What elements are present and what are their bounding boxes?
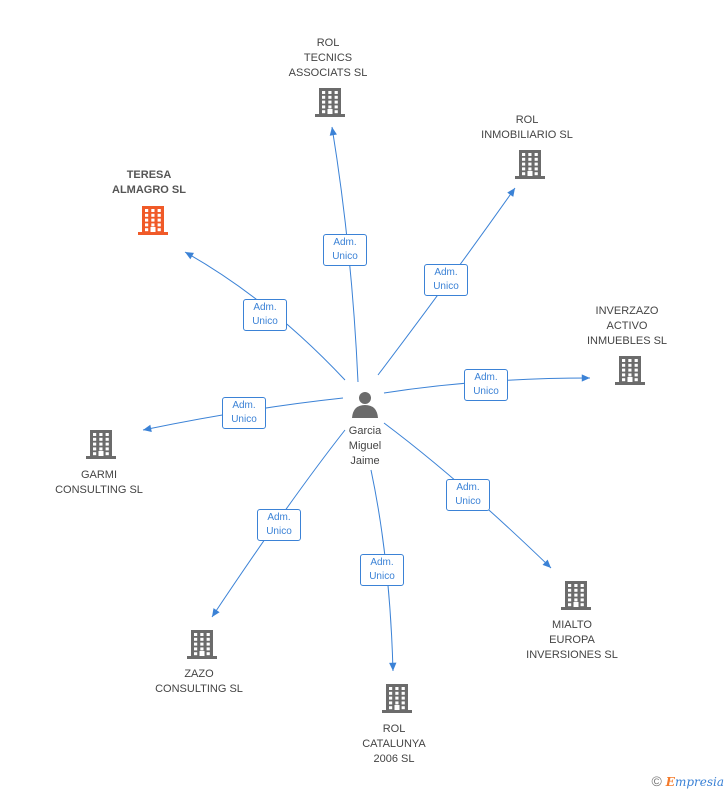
building-icon[interactable] xyxy=(138,206,168,235)
arrow-head xyxy=(389,662,397,671)
copyright-symbol: © xyxy=(651,773,662,789)
arrow-head xyxy=(542,559,551,568)
empresia-logo[interactable]: ©Empresia xyxy=(651,773,724,789)
person-icon[interactable] xyxy=(352,392,378,418)
arrow-head xyxy=(185,252,194,260)
arrow-head xyxy=(581,374,590,382)
company-name-inverzazo[interactable]: INVERZAZO ACTIVO INMUEBLES SL xyxy=(586,305,668,347)
building-icon[interactable] xyxy=(187,630,217,659)
role-badge-teresa-almagro[interactable]: Adm. Unico xyxy=(243,299,287,331)
brand-initial: E xyxy=(665,775,675,789)
role-badge-mialto[interactable]: Adm. Unico xyxy=(446,479,490,511)
building-icon[interactable] xyxy=(515,150,545,179)
company-name-zazo[interactable]: ZAZO CONSULTING SL xyxy=(155,668,243,695)
role-badge-inverzazo[interactable]: Adm. Unico xyxy=(464,369,508,401)
building-icon[interactable] xyxy=(86,430,116,459)
role-badge-zazo[interactable]: Adm. Unico xyxy=(257,509,301,541)
brand-name: mpresia xyxy=(674,775,724,789)
building-icon[interactable] xyxy=(561,581,591,610)
role-badge-rol-tecnics[interactable]: Adm. Unico xyxy=(323,234,367,266)
role-badge-garmi[interactable]: Adm. Unico xyxy=(222,397,266,429)
arrow-head xyxy=(212,608,220,617)
role-badge-rol-catalunya[interactable]: Adm. Unico xyxy=(360,554,404,586)
role-badge-rol-inmobiliario[interactable]: Adm. Unico xyxy=(424,264,468,296)
company-name-teresa-almagro[interactable]: TERESA ALMAGRO SL xyxy=(112,169,186,196)
arrow-head xyxy=(143,424,152,432)
building-icon[interactable] xyxy=(615,356,645,385)
arrow-head xyxy=(329,127,337,136)
company-name-mialto[interactable]: MIALTO EUROPA INVERSIONES SL xyxy=(526,619,618,661)
building-icon[interactable] xyxy=(382,684,412,713)
arrow-head xyxy=(507,188,515,197)
company-name-rol-tecnics[interactable]: ROL TECNICS ASSOCIATS SL xyxy=(288,37,368,79)
icons-layer xyxy=(86,88,645,713)
company-name-garmi[interactable]: GARMI CONSULTING SL xyxy=(55,469,143,496)
building-icon[interactable] xyxy=(315,88,345,117)
company-name-rol-inmobiliario[interactable]: ROL INMOBILIARIO SL xyxy=(481,114,573,141)
person-name[interactable]: Garcia Miguel Jaime xyxy=(348,425,382,467)
company-name-rol-catalunya[interactable]: ROL CATALUNYA 2006 SL xyxy=(362,723,426,765)
